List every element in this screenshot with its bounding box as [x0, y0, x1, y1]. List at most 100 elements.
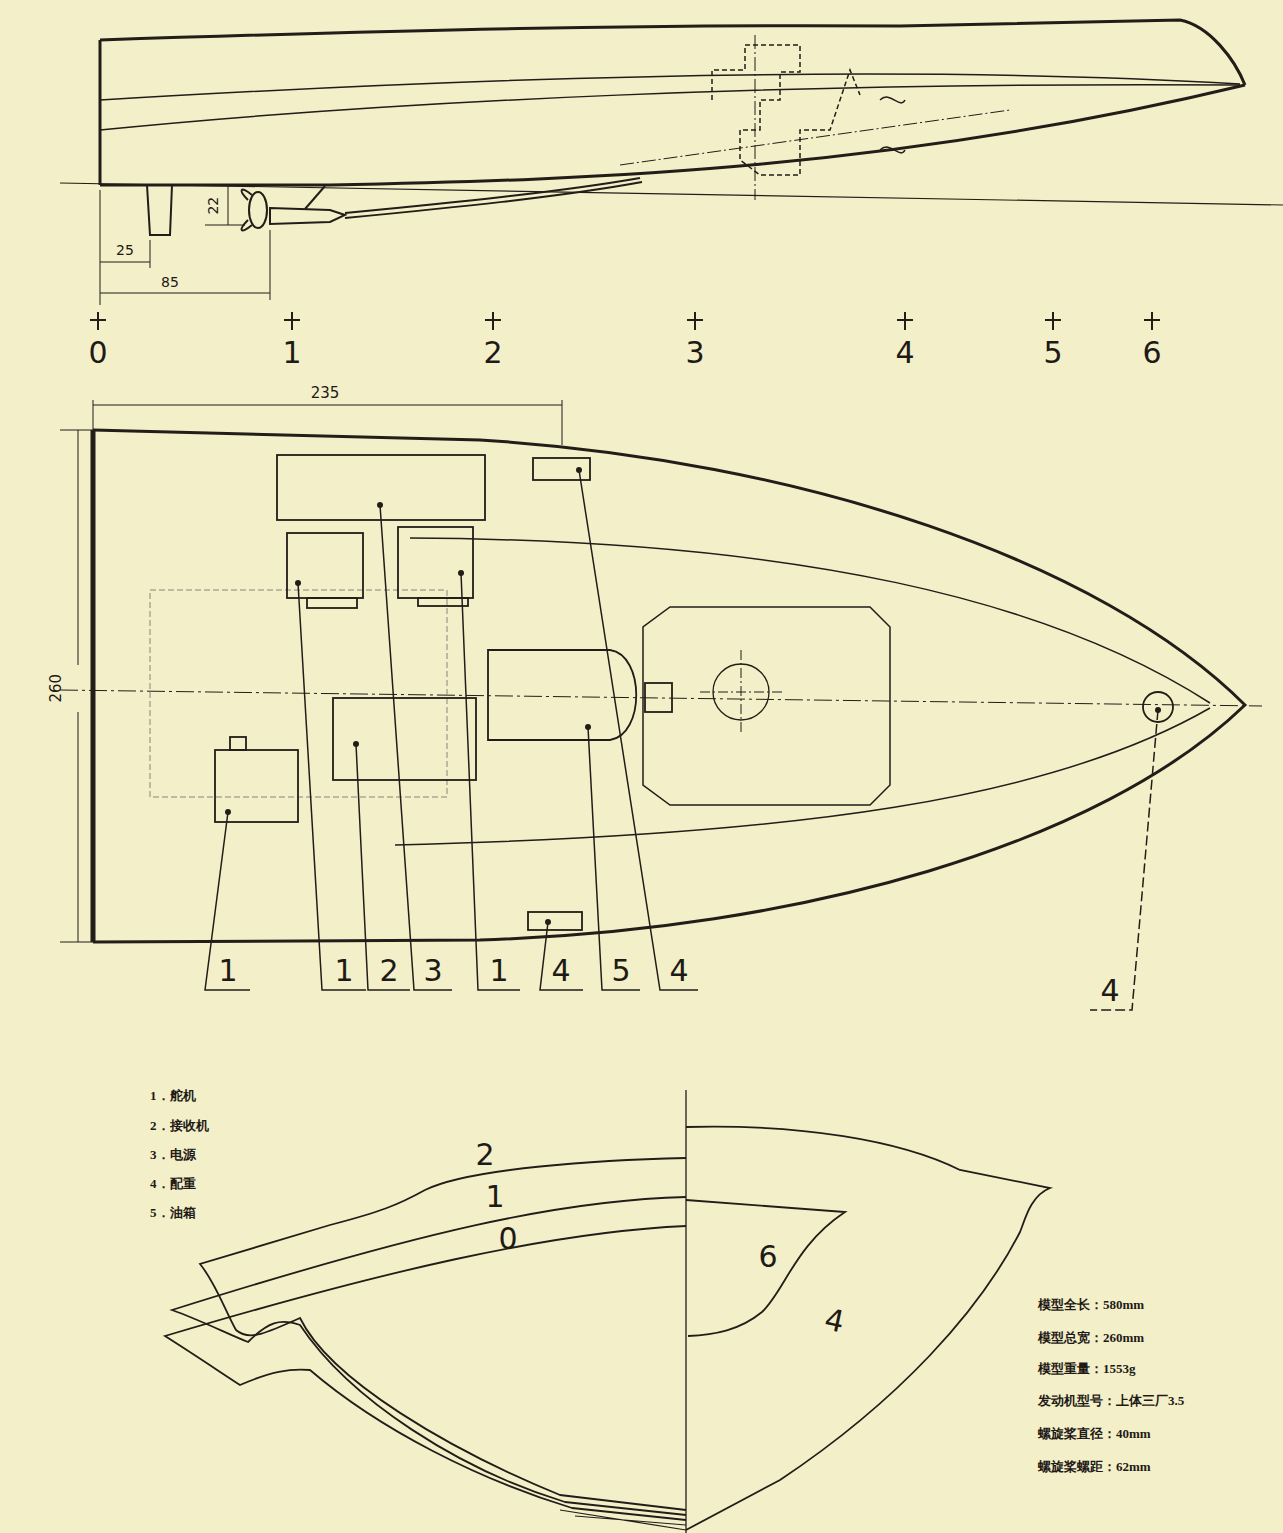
dimension-value: 235 [311, 385, 340, 402]
leader-lines [356, 744, 410, 990]
rudder-propeller [305, 186, 325, 209]
callout-number: 3 [423, 954, 442, 987]
equipment-boxes [528, 912, 582, 930]
body-sections [685, 1090, 686, 1533]
equipment-boxes [643, 607, 890, 805]
equipment-boxes [307, 598, 357, 608]
leader-lines [461, 573, 520, 990]
callout-number: 4 [551, 954, 570, 987]
callout-number: 1 [489, 954, 508, 987]
engine-axis [620, 35, 1010, 200]
hull-profile [99, 40, 102, 185]
spec-note: 模型重量：1553g [1038, 1362, 1136, 1376]
station-marks [90, 312, 106, 330]
dimension-lines [100, 262, 270, 293]
hull-profile [100, 20, 1245, 85]
leader-lines [205, 470, 1158, 1010]
leader-lines [1090, 710, 1158, 1010]
leader-lines [298, 583, 366, 990]
equipment-boxes [230, 737, 246, 750]
hull-profile [60, 20, 1283, 205]
body-sections [560, 1510, 686, 1530]
equipment-boxes [418, 598, 468, 606]
rudder-propeller [345, 178, 642, 218]
equipment-boxes [215, 455, 1173, 930]
dimension-value: 85 [161, 275, 179, 290]
section-number: 6 [758, 1240, 777, 1273]
station-marks [1144, 312, 1160, 330]
dimension-lines [205, 185, 245, 225]
hull-plan [410, 538, 1210, 703]
body-sections [172, 1197, 686, 1515]
spec-note: 发动机型号：上体三厂3.5 [1038, 1394, 1184, 1408]
station-number: 5 [1043, 336, 1062, 369]
body-sections [686, 1127, 1050, 1530]
station-marks [284, 312, 300, 330]
engine-outline [880, 97, 905, 153]
section-number: 1 [485, 1180, 504, 1213]
key-entry: 1．舵机 [150, 1089, 196, 1103]
hull-plan [93, 430, 1245, 942]
spec-note: 模型全长：580mm [1038, 1298, 1144, 1312]
body-sections [165, 1090, 1050, 1533]
equipment-boxes [533, 458, 590, 480]
station-number: 1 [282, 336, 301, 369]
station-number: 6 [1142, 336, 1161, 369]
dimension-value: 22 [206, 197, 221, 215]
station-marks [90, 312, 1160, 330]
rudder-propeller [242, 190, 252, 231]
station-marks [687, 312, 703, 330]
rudder-propeller [147, 185, 172, 235]
engine-axis [620, 110, 1010, 165]
body-sections [686, 1200, 845, 1336]
section-number: 4 [822, 1302, 848, 1338]
station-marks [485, 312, 501, 330]
callout-number: 1 [334, 954, 353, 987]
rudder-propeller [249, 192, 267, 228]
callout-number: 1 [218, 954, 237, 987]
hull-plan [60, 690, 1262, 706]
section-number: 2 [475, 1138, 494, 1171]
station-marks [897, 312, 913, 330]
key-entry: 5．油箱 [150, 1206, 196, 1220]
hull-profile [100, 85, 1245, 185]
leader-lines [540, 922, 583, 990]
hull-profile [100, 85, 1240, 130]
engine-axis [755, 35, 756, 200]
leader-lines [579, 470, 698, 990]
dimension-lines [100, 190, 270, 305]
equipment-boxes [333, 698, 476, 780]
equipment-boxes [700, 650, 782, 735]
dimension-lines [60, 185, 562, 942]
dimension-value: 260 [48, 674, 65, 703]
equipment-boxes [645, 683, 672, 712]
body-sections [165, 1226, 686, 1520]
callout-number: 4 [1100, 974, 1119, 1007]
dimension-value: 25 [116, 243, 134, 258]
leader-lines [588, 727, 640, 990]
station-number: 3 [685, 336, 704, 369]
section-number: 0 [498, 1222, 517, 1255]
engine-outline [712, 45, 860, 175]
hull-plan [91, 430, 96, 942]
station-marks [1045, 312, 1061, 330]
key-entry: 3．电源 [150, 1148, 196, 1162]
key-entry: 2．接收机 [150, 1119, 209, 1133]
equipment-boxes [215, 750, 298, 822]
station-number: 0 [88, 336, 107, 369]
hull-plan [60, 430, 1262, 942]
leader-lines [205, 812, 250, 990]
hull-plan [395, 708, 1210, 845]
leader-dots [225, 467, 1161, 925]
leader-lines [380, 505, 452, 990]
dimension-lines [60, 430, 93, 942]
engine-outline [712, 45, 905, 175]
spec-note: 螺旋桨直径：40mm [1038, 1427, 1151, 1441]
callout-number: 5 [611, 954, 630, 987]
spec-note: 模型总宽：260mm [1038, 1331, 1144, 1345]
rudder-propeller [270, 208, 345, 224]
dimension-lines [93, 400, 562, 445]
rudder-propeller [147, 178, 642, 235]
callout-number: 4 [669, 954, 688, 987]
station-number: 2 [483, 336, 502, 369]
